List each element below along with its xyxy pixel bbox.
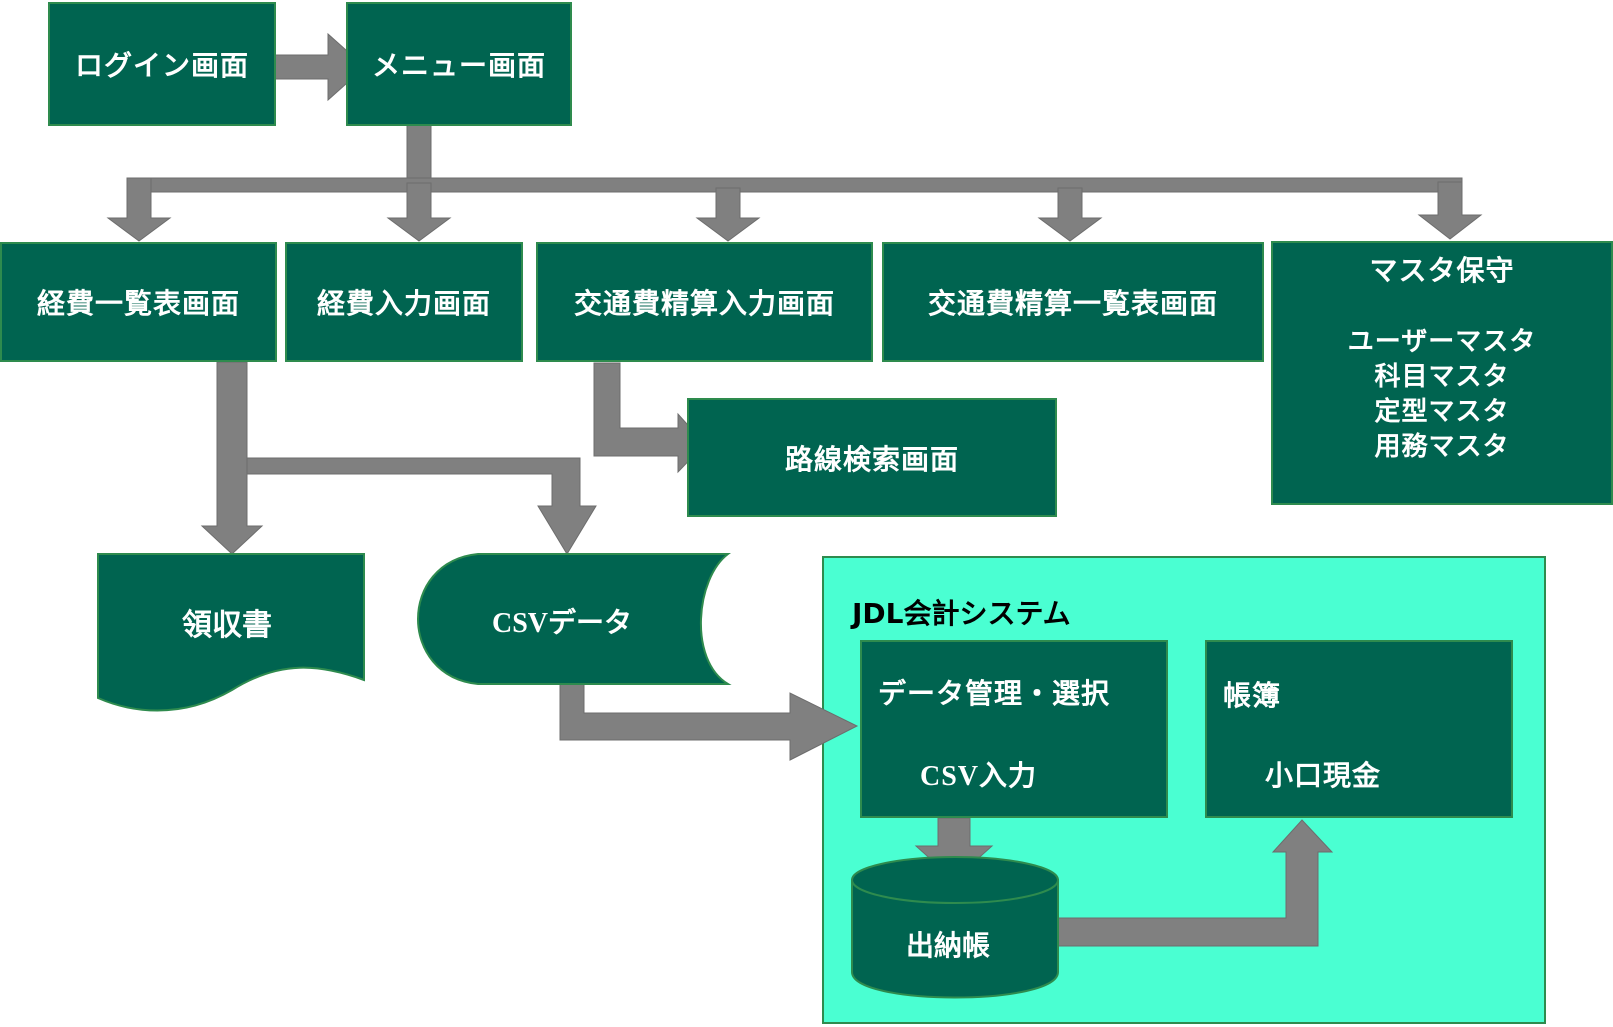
route-search-screen-label: 路線検索画面 bbox=[784, 442, 959, 476]
master-item: 科目マスタ bbox=[1374, 362, 1510, 392]
jdl-system-title: JDL会計システム bbox=[852, 597, 1071, 630]
data-management-title: データ管理・選択 bbox=[878, 677, 1111, 710]
expense-list-screen-label: 経費一覧表画面 bbox=[36, 287, 240, 320]
expense-input-screen-box: 経費入力画面 bbox=[285, 242, 523, 362]
expense-list-screen-box: 経費一覧表画面 bbox=[0, 242, 277, 362]
arrow-to-master bbox=[1417, 181, 1483, 240]
master-maintenance-title: マスタ保守 bbox=[1369, 254, 1515, 287]
arrow-menu-trunk bbox=[406, 122, 432, 184]
arrow-to-expense-input bbox=[386, 182, 452, 242]
csv-data-label: CSVデータ bbox=[492, 608, 633, 639]
master-item: 定型マスタ bbox=[1374, 397, 1510, 427]
cashbook-cylinder bbox=[851, 856, 1059, 999]
cashbook-label: 出納帳 bbox=[906, 929, 991, 962]
ledger-box: 帳簿 小口現金 bbox=[1205, 640, 1513, 818]
receipt-shape bbox=[97, 553, 365, 712]
login-screen-box: ログイン画面 bbox=[48, 2, 276, 126]
master-maintenance-box: マスタ保守 ユーザーマスタ 科目マスタ 定型マスタ 用務マスタ bbox=[1271, 241, 1613, 505]
arrow-to-expense-list bbox=[106, 177, 172, 242]
csv-data-shape bbox=[417, 553, 732, 685]
transport-input-screen-box: 交通費精算入力画面 bbox=[536, 242, 873, 362]
receipt-label: 領収書 bbox=[182, 608, 272, 643]
arrow-csv-to-data-mgmt bbox=[559, 679, 859, 761]
master-item: ユーザーマスタ bbox=[1347, 327, 1537, 357]
ledger-sub: 小口現金 bbox=[1265, 759, 1382, 792]
route-search-screen-box: 路線検索画面 bbox=[687, 398, 1057, 517]
expense-input-screen-label: 経費入力画面 bbox=[316, 287, 491, 320]
ledger-title: 帳簿 bbox=[1223, 679, 1282, 712]
transport-list-screen-label: 交通費精算一覧表画面 bbox=[927, 287, 1218, 320]
arrow-to-transport-list bbox=[1037, 187, 1103, 242]
arrow-cashbook-to-ledger bbox=[1057, 819, 1334, 947]
menu-screen-label: メニュー画面 bbox=[371, 49, 546, 82]
arrow-expense-list-to-csv bbox=[246, 457, 597, 555]
arrow-to-transport-input bbox=[695, 187, 761, 242]
transport-input-screen-label: 交通費精算入力画面 bbox=[573, 287, 835, 320]
master-item: 用務マスタ bbox=[1374, 432, 1510, 462]
data-management-sub: CSV入力 bbox=[920, 761, 1038, 792]
menu-screen-box: メニュー画面 bbox=[346, 2, 572, 126]
data-management-box: データ管理・選択 CSV入力 bbox=[860, 640, 1168, 818]
transport-list-screen-box: 交通費精算一覧表画面 bbox=[882, 242, 1264, 362]
arrow-branch-bar bbox=[126, 177, 1463, 193]
login-screen-label: ログイン画面 bbox=[74, 49, 249, 82]
arrow-expense-list-to-receipt bbox=[200, 361, 264, 555]
